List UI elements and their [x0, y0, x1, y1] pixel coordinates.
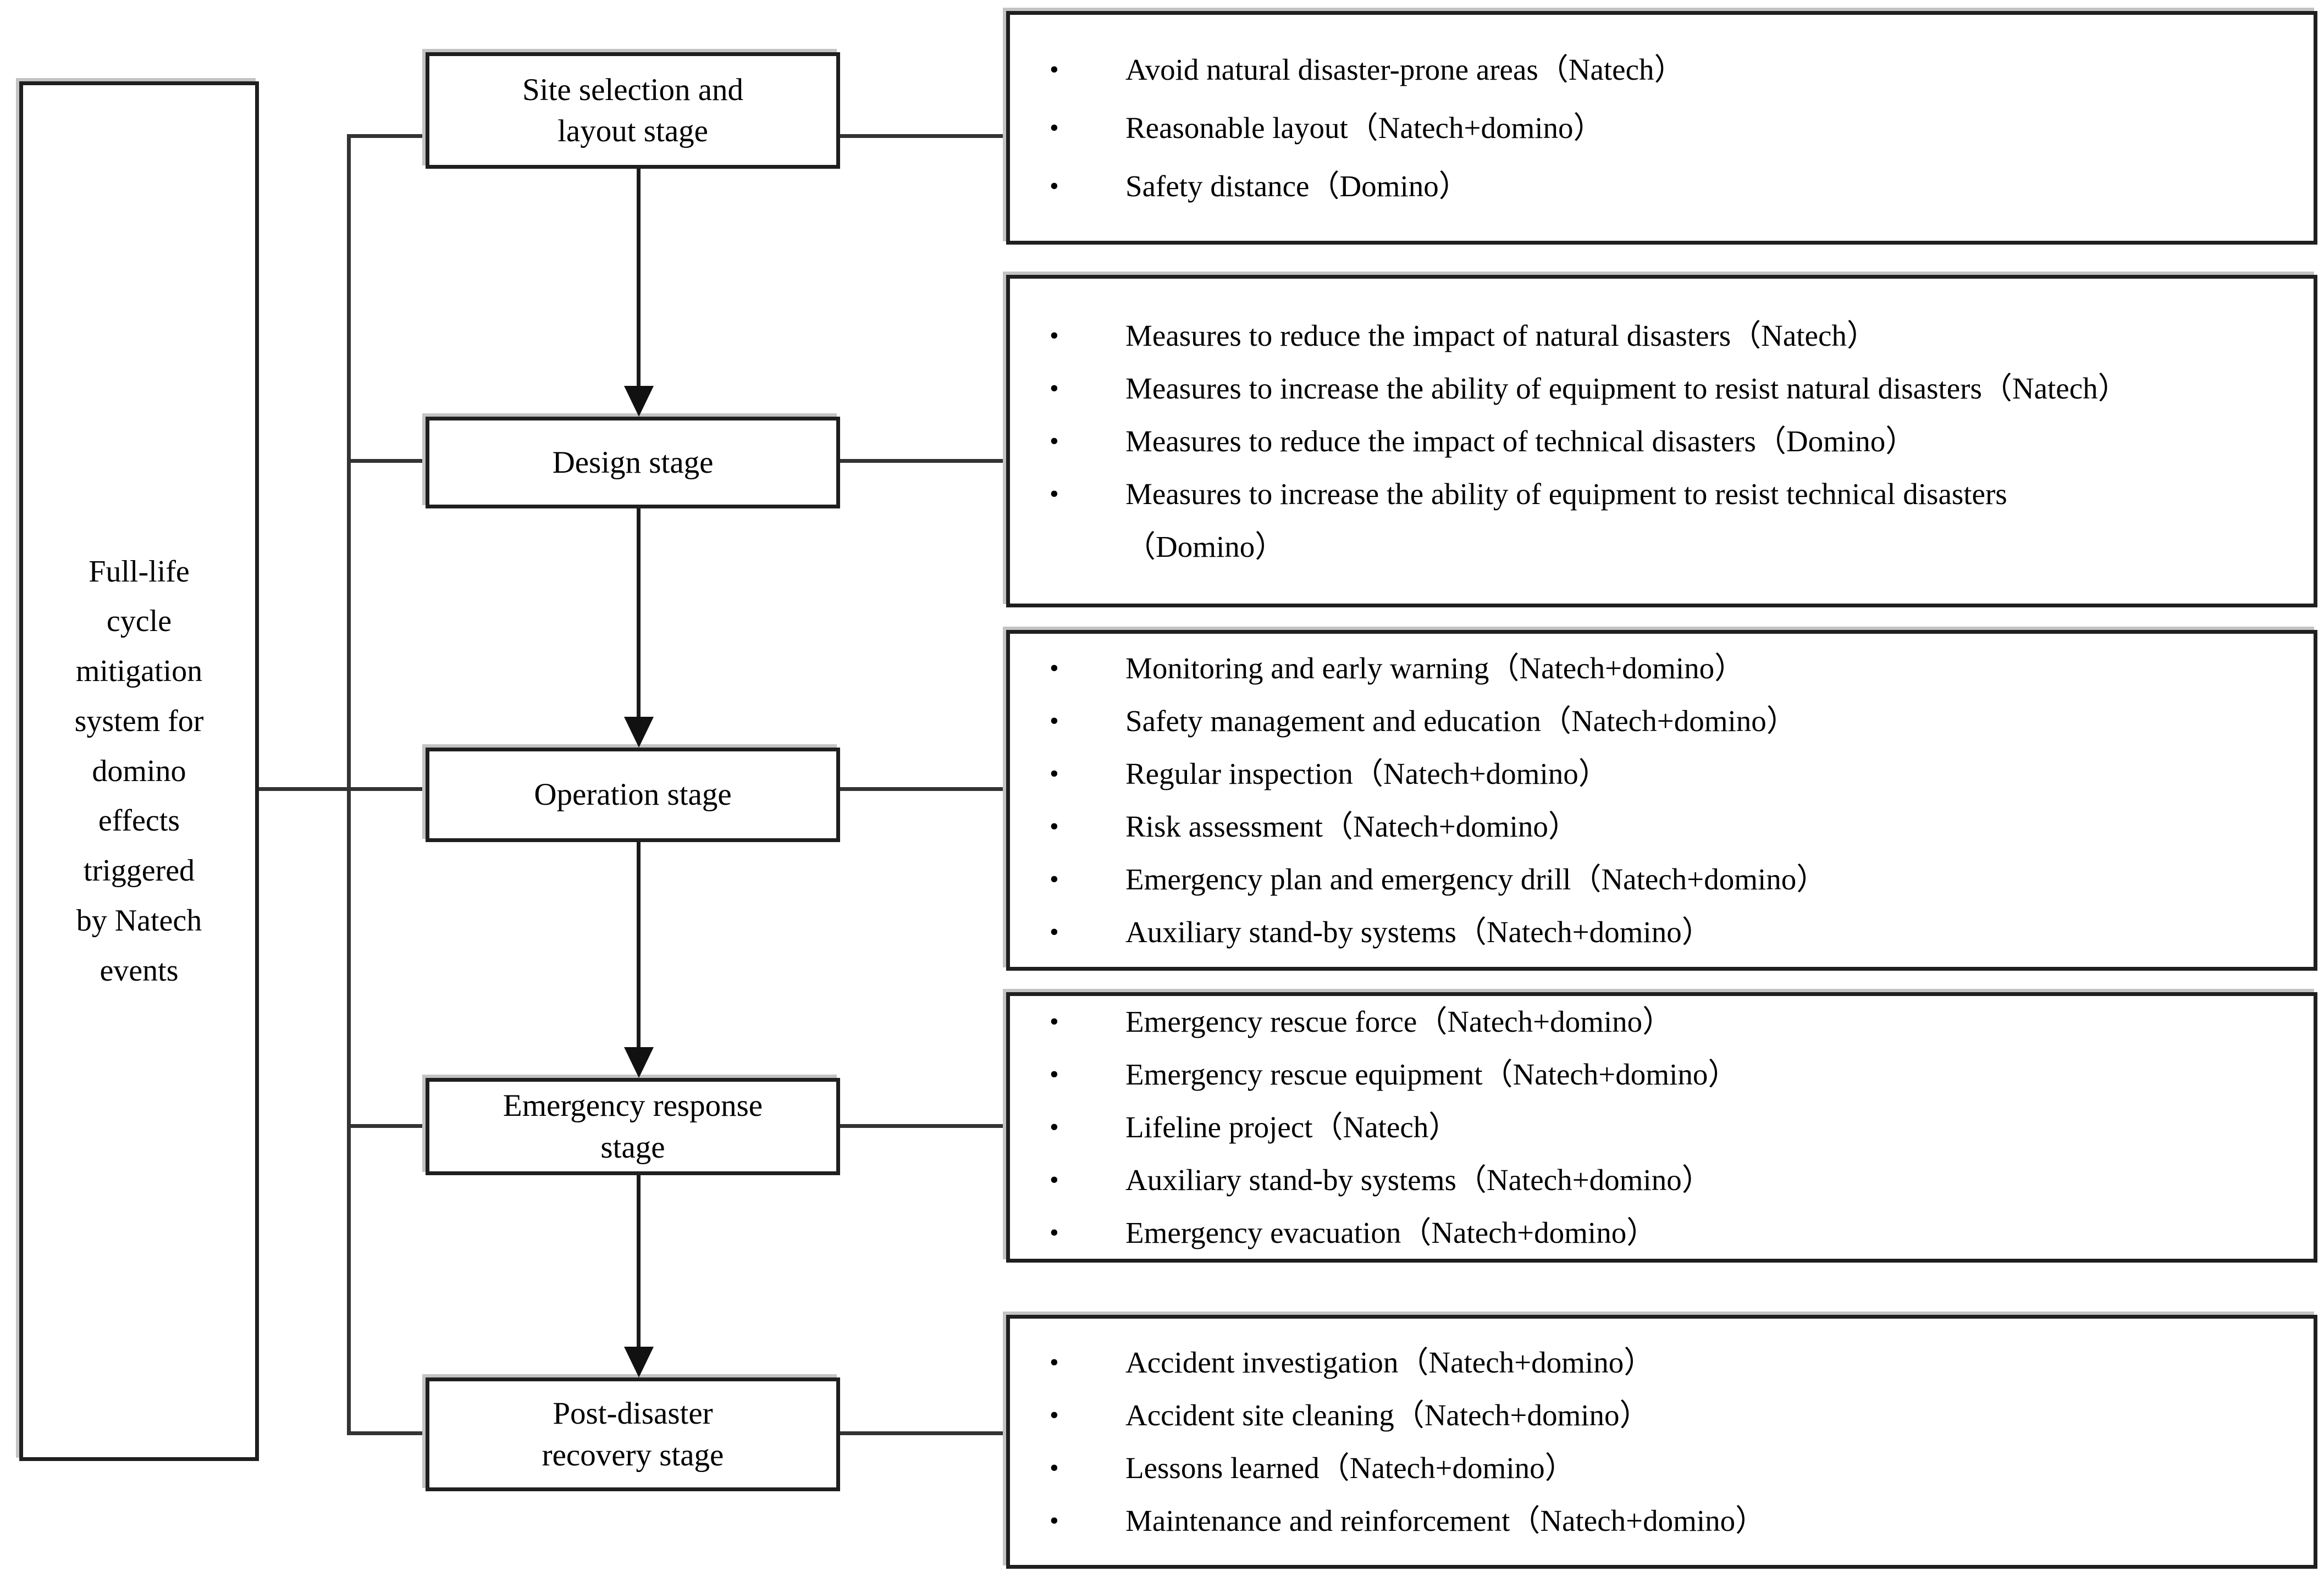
stage-box-post-disaster: Post-disaster recovery stage [426, 1377, 840, 1491]
list-item: •Emergency evacuation（Natech+domino） [1010, 1207, 2314, 1259]
list-item: •Accident investigation（Natech+domino） [1010, 1336, 2314, 1389]
panel-emergency-response-measures: •Emergency rescue force（Natech+domino） •… [1006, 992, 2317, 1263]
bullet-icon: • [1050, 171, 1059, 201]
list-item: •Maintenance and reinforcement（Natech+do… [1010, 1495, 2314, 1547]
bullet-icon: • [1050, 917, 1059, 947]
list-item: •Monitoring and early warning（Natech+dom… [1010, 642, 2314, 695]
bullet-icon: • [1050, 113, 1059, 142]
list-item: •Emergency rescue force（Natech+domino） [1010, 995, 2314, 1048]
list-item: •Accident site cleaning（Natech+domino） [1010, 1389, 2314, 1442]
connector-trunk-stage-1 [347, 134, 426, 138]
bullet-icon: • [1050, 373, 1059, 403]
root-box-full-life-cycle: Full-life cycle mitigation system for do… [19, 81, 259, 1461]
list-item: •Safety management and education（Natech+… [1010, 695, 2314, 748]
connector-trunk-stage-2 [347, 459, 426, 463]
stage-box-site-selection: Site selection and layout stage [426, 52, 840, 169]
list-item: •Safety distance（Domino） [1010, 160, 2314, 213]
list-item: •Regular inspection（Natech+domino） [1010, 748, 2314, 800]
bullet-icon: • [1050, 1348, 1059, 1377]
panel-operation-measures: •Monitoring and early warning（Natech+dom… [1006, 630, 2317, 971]
connector-stage-panel-4 [840, 1124, 1006, 1128]
bullet-icon: • [1050, 1401, 1059, 1430]
list-item: •Measures to reduce the impact of natura… [1010, 309, 2314, 362]
measure-list: •Accident investigation（Natech+domino） •… [1010, 1336, 2314, 1547]
connector-stage-panel-1 [840, 134, 1006, 138]
connector-trunk-stage-3 [347, 787, 426, 791]
arrow-line-4-5 [637, 1175, 641, 1347]
bullet-icon: • [1050, 759, 1059, 788]
bullet-icon: • [1050, 1007, 1059, 1036]
bullet-icon: • [1050, 1453, 1059, 1482]
connector-stage-panel-2 [840, 459, 1006, 463]
bullet-icon: • [1050, 1165, 1059, 1194]
down-arrow-icon [624, 386, 654, 417]
bullet-icon: • [1050, 426, 1059, 456]
bullet-icon: • [1050, 706, 1059, 735]
panel-design-measures: •Measures to reduce the impact of natura… [1006, 275, 2317, 607]
stage-box-emergency-response: Emergency response stage [426, 1078, 840, 1175]
down-arrow-icon [624, 1347, 654, 1377]
bullet-icon: • [1050, 320, 1059, 350]
list-item: •Lessons learned（Natech+domino） [1010, 1442, 2314, 1495]
list-item: •Auxiliary stand-by systems（Natech+domin… [1010, 906, 2314, 959]
measure-list: •Monitoring and early warning（Natech+dom… [1010, 642, 2314, 959]
bullet-icon: • [1050, 654, 1059, 683]
down-arrow-icon [624, 717, 654, 748]
bullet-icon: • [1050, 1113, 1059, 1142]
stage-box-operation: Operation stage [426, 748, 840, 842]
bullet-icon: • [1050, 812, 1059, 841]
list-item: •Emergency plan and emergency drill（Nate… [1010, 853, 2314, 906]
arrow-line-1-2 [637, 169, 641, 386]
list-item: •Avoid natural disaster-prone areas（Nate… [1010, 43, 2314, 96]
panel-site-selection-measures: •Avoid natural disaster-prone areas（Nate… [1006, 11, 2317, 245]
measure-list: •Avoid natural disaster-prone areas（Nate… [1010, 43, 2314, 213]
measure-list: •Measures to reduce the impact of natura… [1010, 309, 2314, 573]
list-item: •Reasonable layout（Natech+domino） [1010, 102, 2314, 154]
bullet-icon: • [1050, 54, 1059, 84]
stage-box-design: Design stage [426, 417, 840, 508]
arrow-line-2-3 [637, 508, 641, 717]
bullet-icon: • [1050, 865, 1059, 894]
trunk-line [347, 134, 351, 1435]
connector-trunk-stage-4 [347, 1124, 426, 1128]
down-arrow-icon [624, 1047, 654, 1078]
connector-stage-panel-5 [840, 1431, 1006, 1435]
list-item: •Lifeline project（Natech） [1010, 1101, 2314, 1154]
list-item: •Measures to increase the ability of equ… [1010, 468, 2314, 573]
panel-post-disaster-measures: •Accident investigation（Natech+domino） •… [1006, 1315, 2317, 1569]
bullet-icon: • [1050, 1506, 1059, 1535]
connector-stage-panel-3 [840, 787, 1006, 791]
connector-trunk-stage-5 [347, 1431, 426, 1435]
bullet-icon: • [1050, 1060, 1059, 1089]
arrow-line-3-4 [637, 842, 641, 1047]
list-item: •Auxiliary stand-by systems（Natech+domin… [1010, 1154, 2314, 1207]
list-item: •Emergency rescue equipment（Natech+domin… [1010, 1048, 2314, 1101]
list-item: •Risk assessment（Natech+domino） [1010, 800, 2314, 853]
connector-root-to-trunk [259, 787, 347, 791]
list-item: •Measures to reduce the impact of techni… [1010, 415, 2314, 468]
bullet-icon: • [1050, 479, 1059, 508]
bullet-icon: • [1050, 1218, 1059, 1247]
list-item: •Measures to increase the ability of equ… [1010, 362, 2314, 415]
measure-list: •Emergency rescue force（Natech+domino） •… [1010, 995, 2314, 1259]
